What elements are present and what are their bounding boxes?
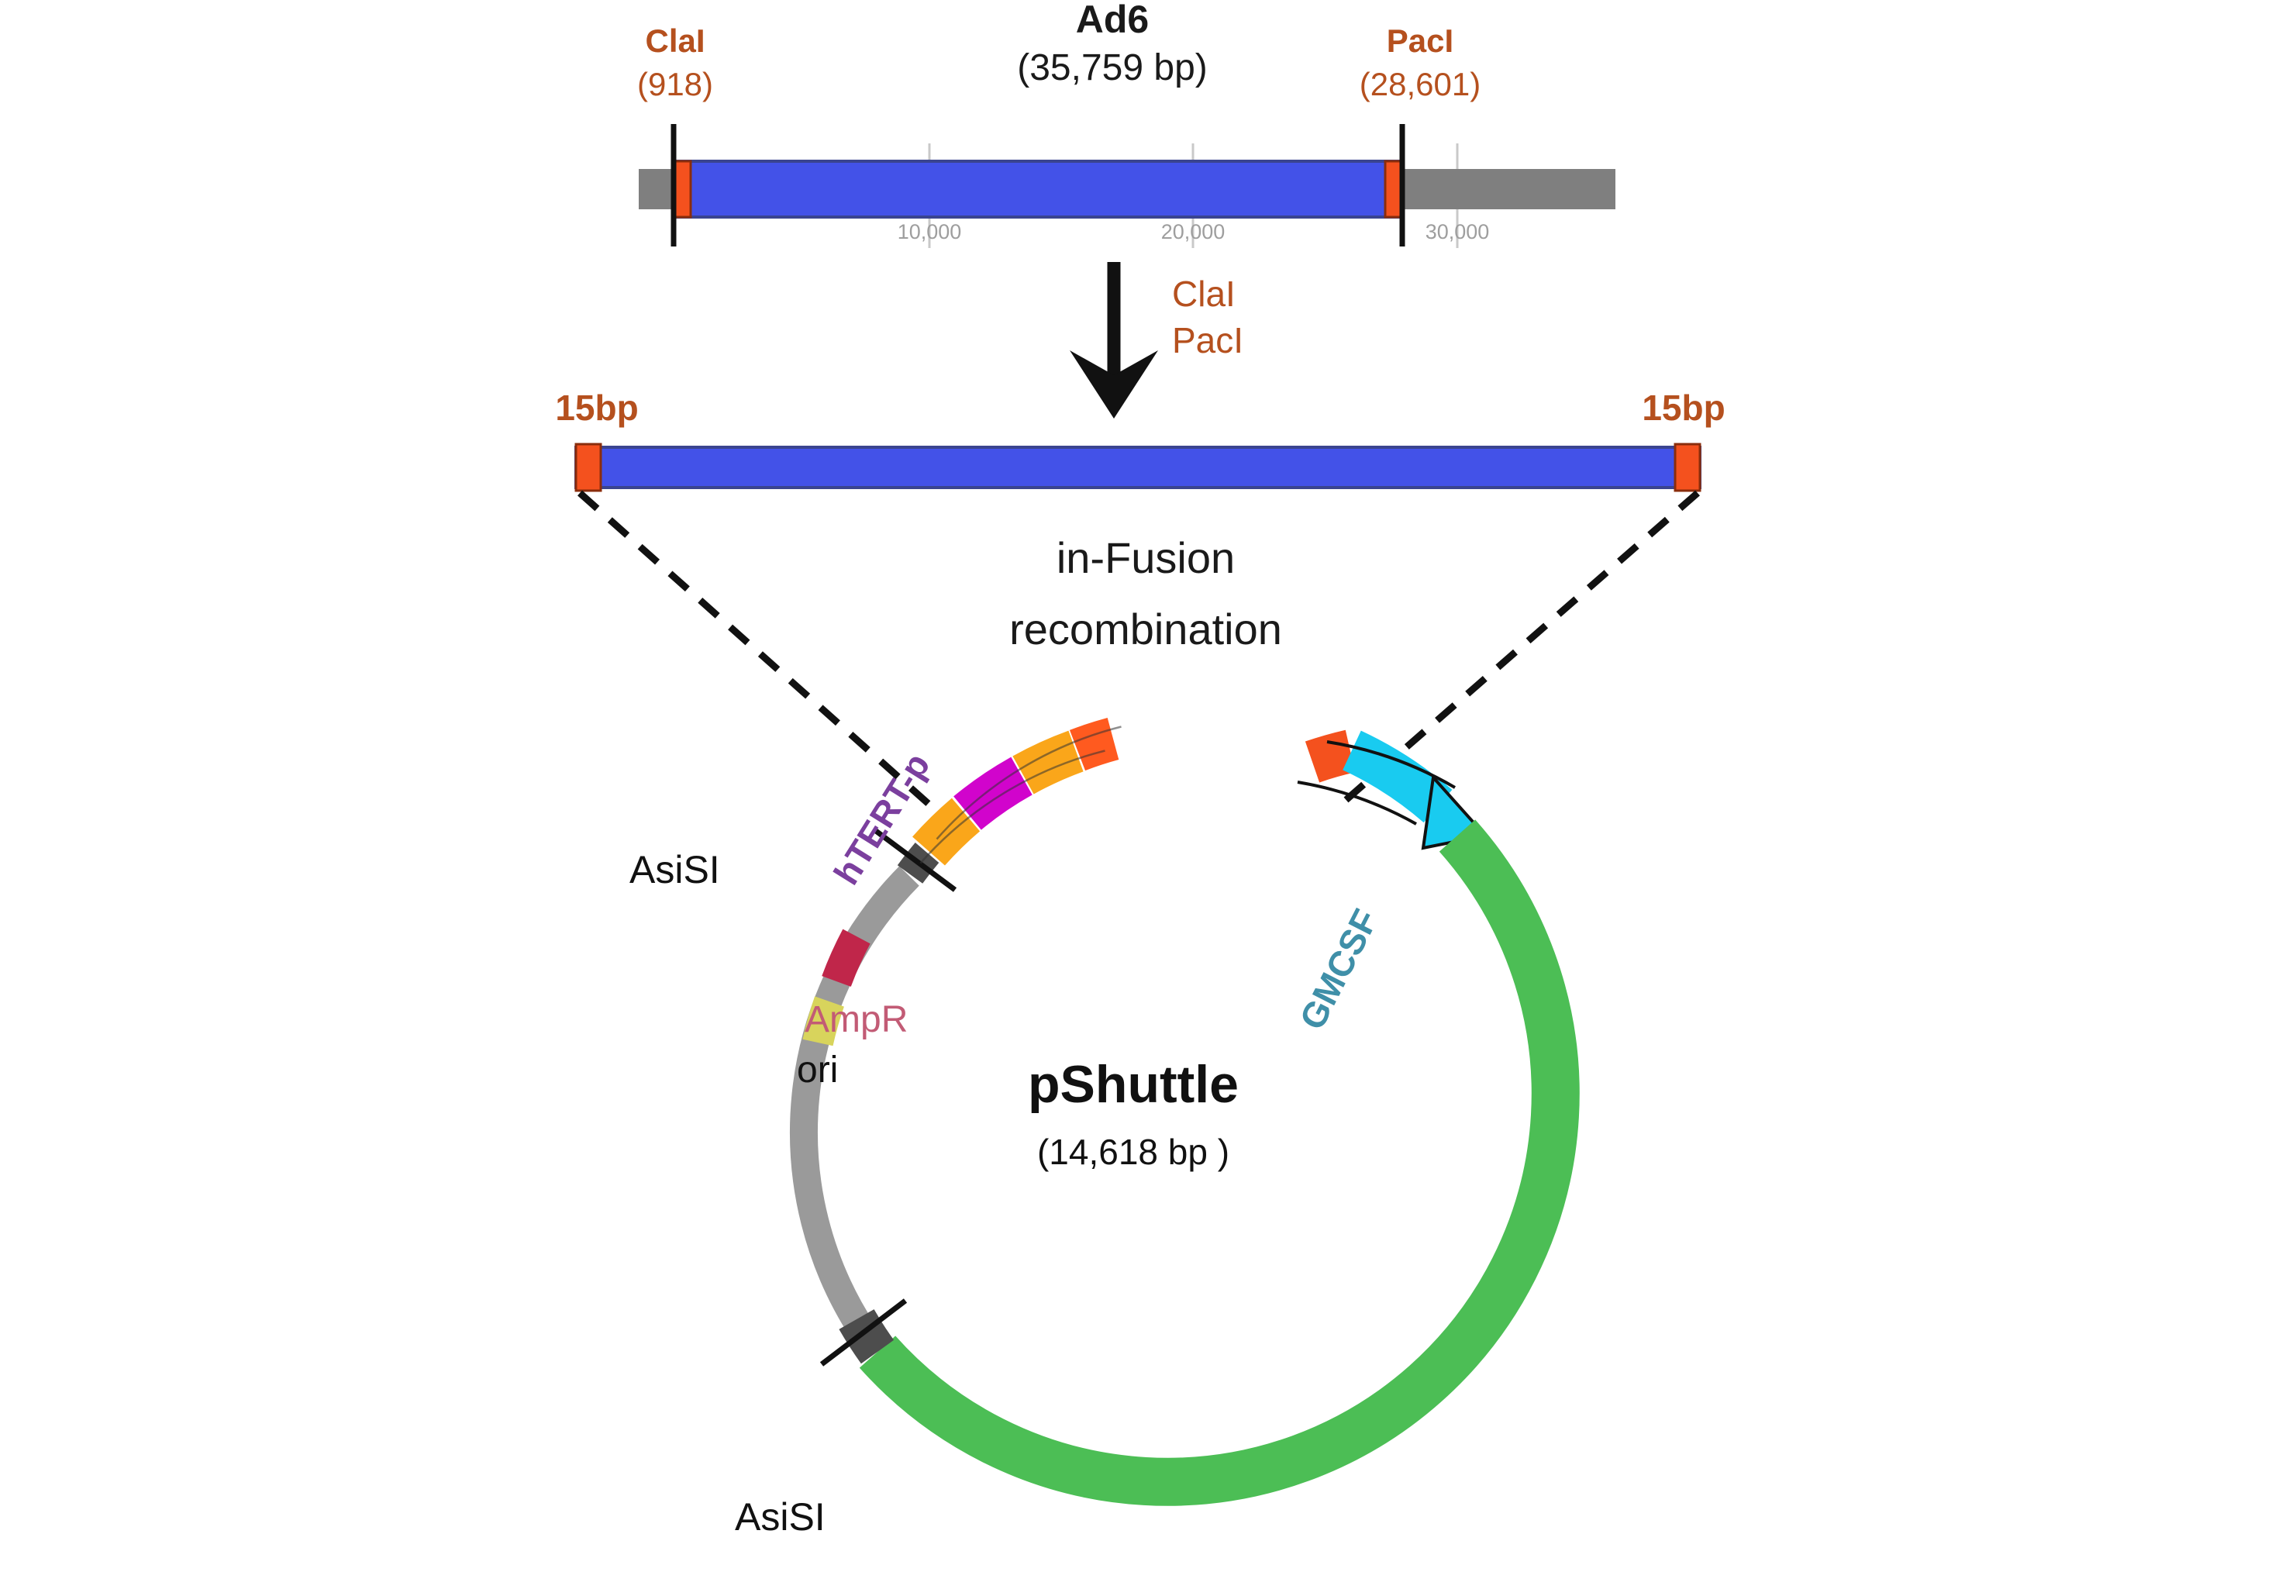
right-overhang-label: 15bp [1642,388,1725,428]
htert-outline-inner [919,750,1105,864]
ad6-insert-region [672,160,1404,219]
plasmid-map [789,717,1580,1506]
ad6-linear-map [639,124,1615,248]
fragment-left-overhang [574,443,602,492]
asisi-lower-block [839,1308,895,1364]
axis-tick-label-20000: 20,000 [1160,220,1226,243]
ad6-title: Ad6 [1075,0,1150,41]
recombination-line-2: recombination [1009,605,1282,653]
gmcsf-orange-cap [1305,729,1356,783]
left-overhang-label: 15bp [555,388,639,428]
ori-label: ori [797,1050,839,1091]
asisi-upper-label: AsiSI [629,848,720,891]
gmcsf-outline-outer [1326,740,1457,789]
ori-feature [802,996,844,1046]
connector-left-dashed [577,490,939,814]
clai-position: (918) [636,66,714,102]
digest-enzyme-paci: PacI [1172,320,1244,360]
plasmid-size: (14,618 bp ) [1036,1132,1230,1172]
htert-amber-right [1012,730,1084,795]
asisi-lower-label: AsiSI [735,1495,826,1539]
htert-outline-outer [936,726,1122,840]
recombination-line-1: in-Fusion [1056,533,1236,582]
htert-orange-cap [1069,717,1119,771]
fragment-right-overhang [1674,443,1701,492]
gmcsf-outline-inner [1297,781,1417,826]
plasmid-backbone-arc [789,866,919,1339]
asisi-upper-tick [874,829,957,892]
htert-core-magenta [953,757,1033,830]
green-insert-arc [859,819,1580,1506]
ad6-size: (35,759 bp) [1017,47,1208,88]
digest-enzyme-clai: ClaI [1172,274,1236,314]
excised-fragment [574,443,1701,492]
clai-label: ClaI [645,22,705,59]
ampr-feature [822,929,870,988]
axis-tick-label-10000: 10,000 [897,220,962,243]
digest-arrow-group [1070,262,1158,419]
axis-tick-label-30000: 30,000 [1425,220,1490,243]
paci-label: PacI [1386,22,1454,59]
ampr-label: AmpR [805,999,908,1040]
htert-amber-left [912,798,981,866]
plasmid-name: pShuttle [1028,1055,1239,1114]
fragment-body [574,446,1701,489]
down-arrow-icon [1070,350,1158,419]
paci-position: (28,601) [1359,66,1481,102]
asisi-lower-tick [819,1298,908,1367]
